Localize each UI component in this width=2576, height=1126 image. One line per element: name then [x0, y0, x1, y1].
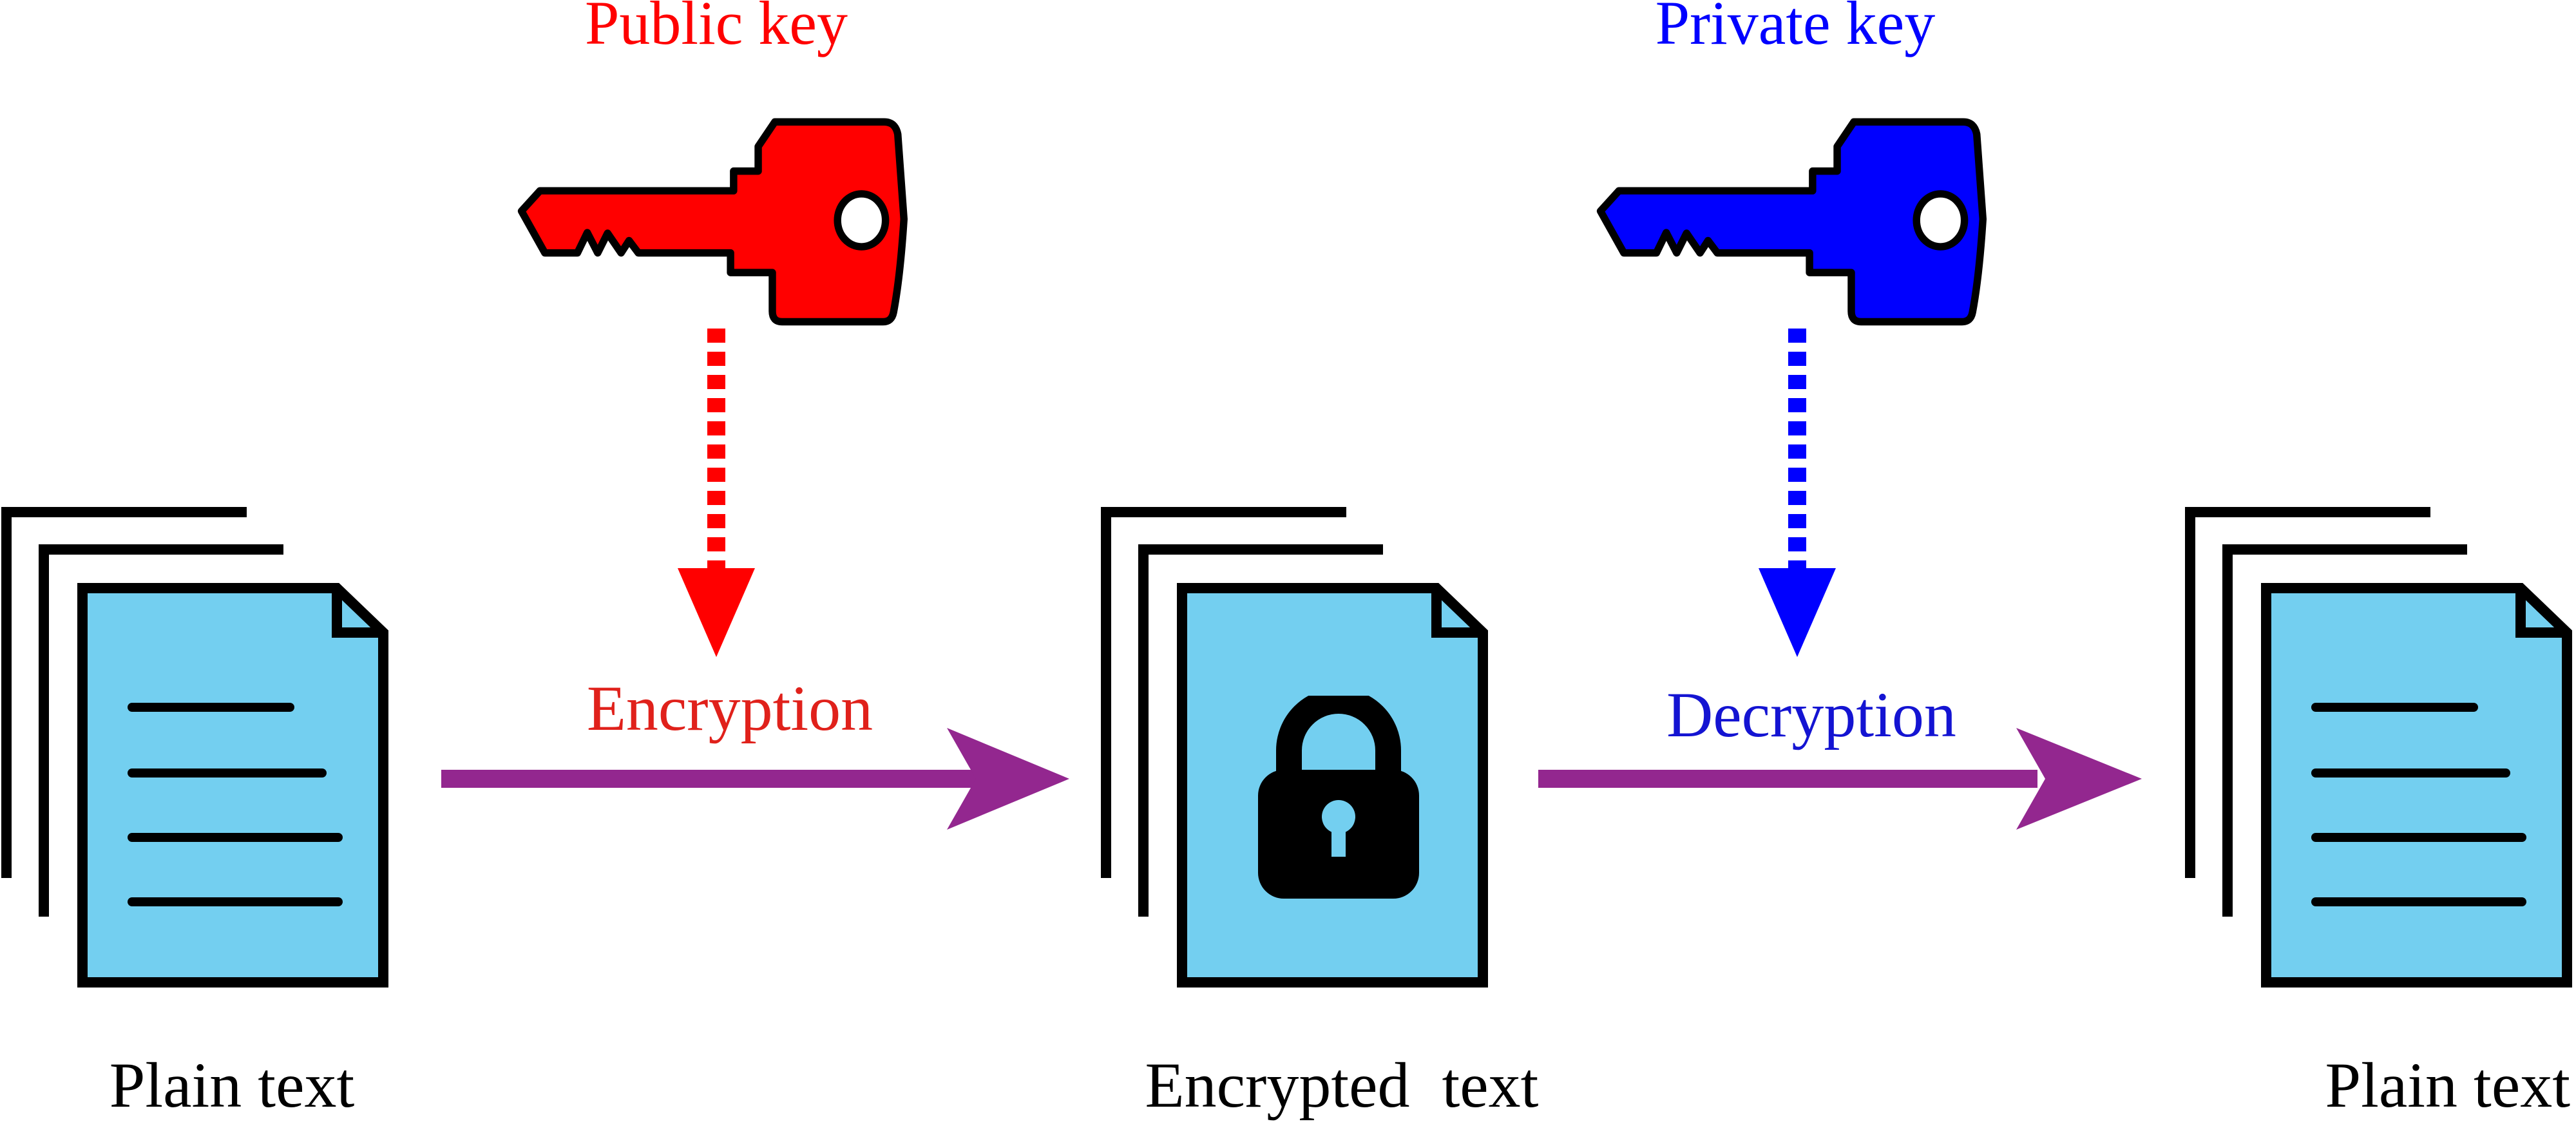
decryption-flow-arrow	[1538, 728, 2142, 830]
plain-text-right-label: Plain text	[2325, 1049, 2570, 1121]
public-key-label: Public key	[585, 0, 848, 57]
public-key-arrow	[678, 329, 755, 657]
private-key-arrow	[1759, 329, 1836, 657]
plain-text-left-label: Plain text	[110, 1049, 355, 1121]
encryption-label: Encryption	[587, 673, 873, 744]
encrypted-document-icon	[1106, 512, 1483, 982]
plain-text-document-left-icon	[6, 512, 383, 982]
plain-text-document-right-icon	[2190, 512, 2567, 982]
public-key-icon	[522, 122, 904, 321]
encryption-flow-arrow	[441, 728, 1069, 830]
decryption-label: Decryption	[1666, 679, 1956, 750]
private-key-label: Private key	[1655, 0, 1936, 57]
private-key-icon	[1601, 122, 1983, 321]
encrypted-text-label: Encrypted text	[1145, 1049, 1539, 1121]
